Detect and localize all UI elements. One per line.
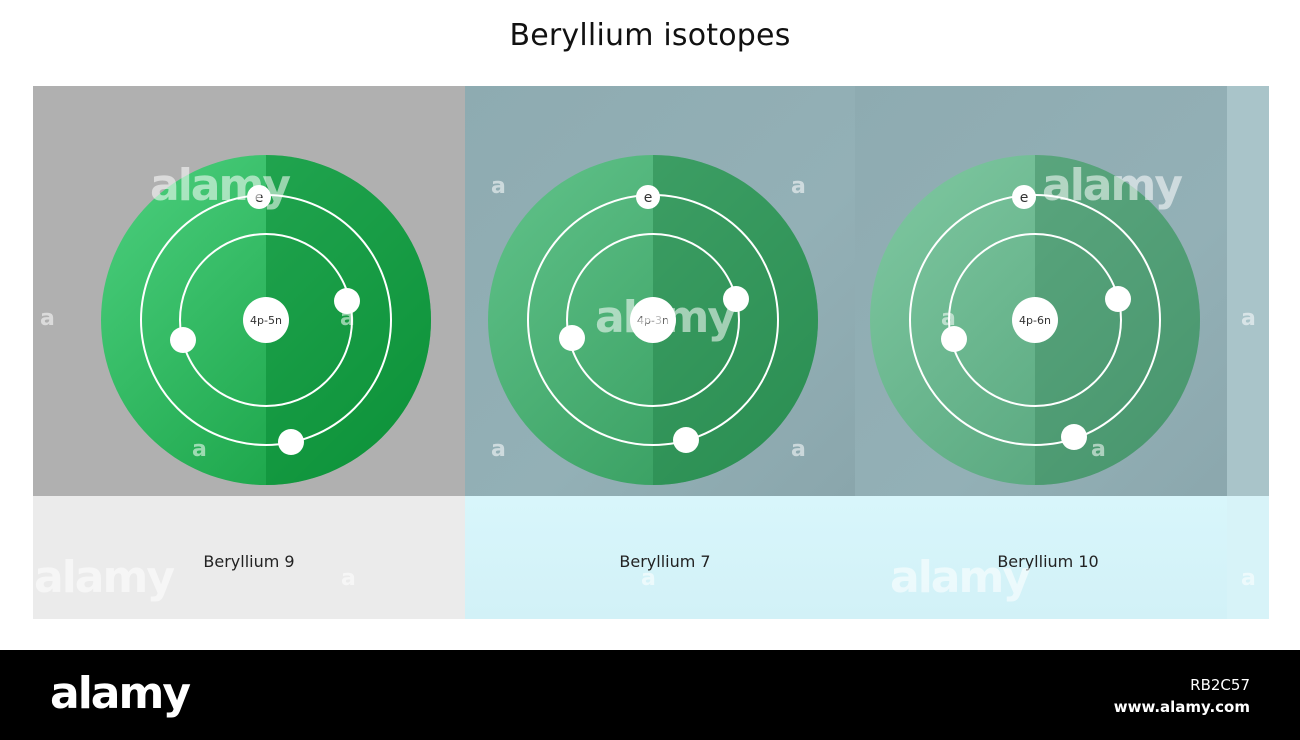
isotope-panel-beryllium-9: 4p-5n e Beryllium 9 (33, 86, 465, 619)
nucleus (243, 297, 289, 343)
image-code: RB2C57 (1190, 676, 1250, 694)
diagram-title: Beryllium isotopes (509, 18, 791, 53)
nucleus-label: 4p-3n (637, 314, 669, 327)
electron (278, 429, 304, 455)
electron-label: e (644, 190, 653, 206)
electron (559, 325, 585, 351)
stock-footer-bar: alamy RB2C57 www.alamy.com (0, 650, 1300, 740)
inner-orbit (948, 233, 1122, 407)
electron (723, 286, 749, 312)
electron-labeled (247, 185, 271, 209)
atom-disc-shade (653, 155, 818, 485)
panel-caption: Beryllium 7 (465, 496, 855, 619)
atom-diagram: 4p-6n e (870, 155, 1200, 485)
isotope-name: Beryllium 7 (619, 552, 711, 571)
electron (941, 326, 967, 352)
panel-caption: Beryllium 10 (855, 496, 1269, 619)
nucleus-label: 4p-6n (1019, 314, 1051, 327)
electron (170, 327, 196, 353)
atom-diagram: 4p-3n e (488, 155, 818, 485)
electron (1105, 286, 1131, 312)
alamy-logo: alamy (50, 668, 191, 719)
electron (673, 427, 699, 453)
panel-top: 4p-5n e (33, 86, 465, 496)
panel-caption: Beryllium 9 (33, 496, 465, 619)
electron-label: e (1020, 190, 1029, 206)
isotope-panel-beryllium-10: 4p-6n e Beryllium 10 (855, 86, 1269, 619)
isotope-name: Beryllium 9 (203, 552, 295, 571)
inner-orbit (566, 233, 740, 407)
inner-orbit (179, 233, 353, 407)
panel-top: 4p-6n e (855, 86, 1269, 496)
atom-diagram: 4p-5n e (101, 155, 431, 485)
nucleus (630, 297, 676, 343)
isotope-panel-beryllium-7: 4p-3n e Beryllium 7 (465, 86, 855, 619)
site-url: www.alamy.com (1113, 698, 1250, 716)
electron (1061, 424, 1087, 450)
edge-strip-bottom (1227, 496, 1269, 619)
edge-strip (1227, 86, 1269, 496)
isotope-name: Beryllium 10 (997, 552, 1099, 571)
electron (334, 288, 360, 314)
electron-labeled (1012, 185, 1036, 209)
nucleus-label: 4p-5n (250, 314, 282, 327)
electron-labeled (636, 185, 660, 209)
atom-disc-shade (266, 155, 431, 485)
panel-top: 4p-3n e (465, 86, 855, 496)
electron-label: e (255, 190, 264, 206)
nucleus (1012, 297, 1058, 343)
atom-disc-shade (1035, 155, 1200, 485)
